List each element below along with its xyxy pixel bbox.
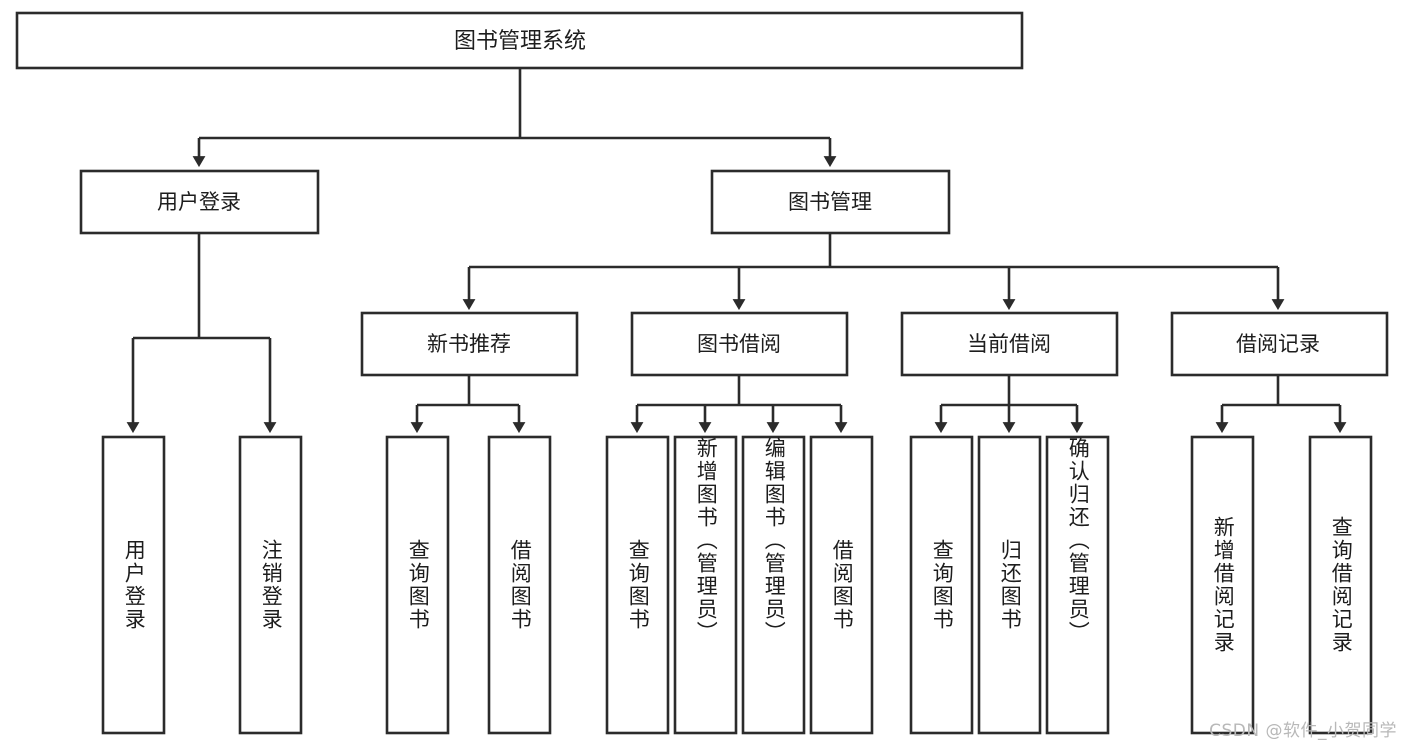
node-box-leaf-book-borrow-2[interactable] [673, 435, 738, 735]
nodes-group: 图书管理系统 用户登录 图书管理 新书推荐 图书借阅 当前借阅 借阅记录 [15, 11, 1389, 735]
node-box-leaf-borrow-record-2[interactable] [1308, 435, 1373, 735]
node-box-borrow-record[interactable] [1170, 311, 1389, 377]
node-box-new-book-recommend[interactable] [360, 311, 579, 377]
node-box-current-borrow[interactable] [900, 311, 1119, 377]
node-box-leaf-user-login-2[interactable] [238, 435, 303, 735]
node-box-leaf-borrow-record-1[interactable] [1190, 435, 1255, 735]
node-box-leaf-current-borrow-3[interactable] [1045, 435, 1110, 735]
node-label-root: 图书管理系统 [454, 29, 586, 54]
node-box-book-management[interactable] [710, 169, 951, 235]
node-label-book-management: 图书管理 [788, 190, 872, 214]
node-box-leaf-user-login-1[interactable] [101, 435, 166, 735]
node-label-current-borrow: 当前借阅 [967, 332, 1051, 356]
node-label-user-login: 用户登录 [157, 190, 241, 214]
node-box-leaf-book-borrow-4[interactable] [809, 435, 874, 735]
node-label-book-borrow: 图书借阅 [697, 332, 781, 356]
node-box-leaf-book-borrow-1[interactable] [605, 435, 670, 735]
node-box-leaf-current-borrow-1[interactable] [909, 435, 974, 735]
node-box-leaf-new-book-2[interactable] [487, 435, 552, 735]
watermark-text: CSDN @软件_小贺同学 [1209, 721, 1397, 741]
node-box-book-borrow[interactable] [630, 311, 849, 377]
node-box-leaf-new-book-1[interactable] [385, 435, 450, 735]
node-label-borrow-record: 借阅记录 [1236, 332, 1320, 356]
node-box-leaf-current-borrow-2[interactable] [977, 435, 1042, 735]
edges-group [126, 68, 1347, 434]
node-box-leaf-book-borrow-3[interactable] [741, 435, 806, 735]
node-box-root[interactable] [15, 11, 1024, 70]
node-label-new-book-recommend: 新书推荐 [427, 332, 511, 356]
node-box-user-login[interactable] [79, 169, 320, 235]
